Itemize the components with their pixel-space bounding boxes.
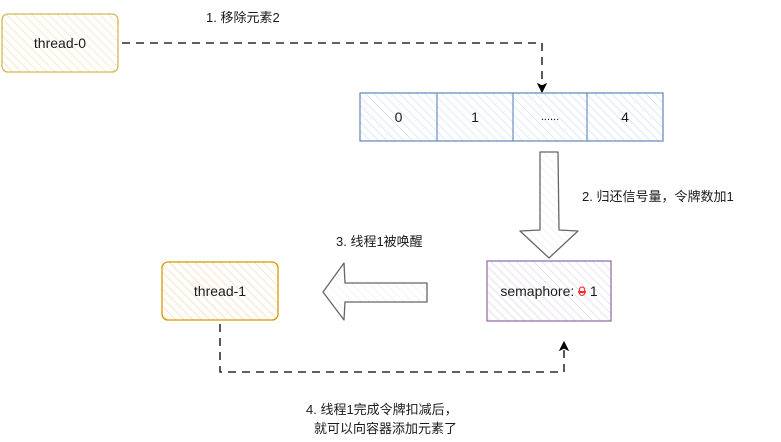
container-cell: 1 <box>471 109 479 125</box>
semaphore-new-value: 1 <box>585 283 598 299</box>
dashed-arrow-acquire <box>219 324 570 373</box>
thread-0-label: thread-0 <box>33 35 87 51</box>
semaphore-box[interactable] <box>486 260 612 322</box>
step-2-label: 2. 归还信号量，令牌数加1 <box>582 189 734 204</box>
step-4-label-line2: 就可以向容器添加元素了 <box>314 421 458 436</box>
container-box <box>359 92 664 142</box>
down-arrow-icon <box>519 151 579 259</box>
container-cell: 4 <box>621 109 629 125</box>
dashed-arrow-remove <box>122 42 548 94</box>
thread-1-box[interactable] <box>161 261 279 321</box>
semaphore-old-value: 0 <box>578 283 586 299</box>
semaphore-label: semaphore: 0 1 <box>487 261 611 321</box>
container-cell: ...... <box>540 111 560 123</box>
step-1-label: 1. 移除元素2 <box>206 10 280 25</box>
thread-0-box[interactable] <box>1 13 119 73</box>
step-4-label-line1: 4. 线程1完成令牌扣减后， <box>306 402 458 417</box>
container-cell: 0 <box>394 109 403 125</box>
thread-1-label: thread-1 <box>193 283 247 299</box>
step-3-label: 3. 线程1被唤醒 <box>336 234 423 249</box>
semaphore-prefix: semaphore: <box>500 283 579 299</box>
left-arrow-icon <box>322 262 428 321</box>
